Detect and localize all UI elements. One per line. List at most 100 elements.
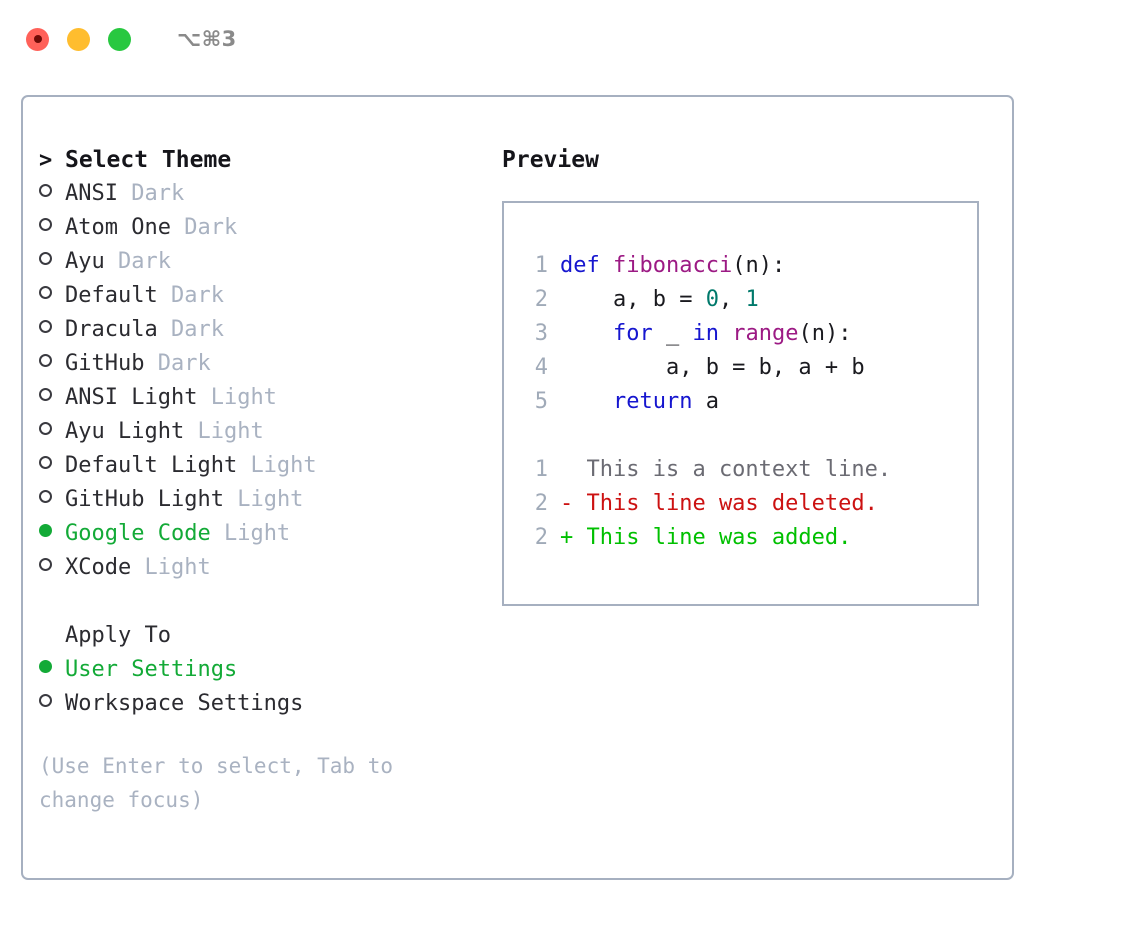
radio-dot xyxy=(39,354,52,367)
code-token: in xyxy=(692,321,733,346)
code-token: , xyxy=(718,287,746,312)
maximize-window-button[interactable] xyxy=(108,27,131,51)
apply-to-heading: Apply To xyxy=(39,619,479,653)
theme-option-ansi-light[interactable]: ANSI Light Light xyxy=(39,381,479,415)
theme-option-label: Atom One xyxy=(65,215,171,240)
theme-option-label: Ayu Light xyxy=(65,419,185,444)
label-gap xyxy=(158,279,171,313)
apply-to-option-workspace-settings[interactable]: Workspace Settings xyxy=(39,687,479,721)
radio-unselected-icon xyxy=(39,313,65,347)
code-line: 2 a, b = 0, 1 xyxy=(522,283,977,317)
theme-option-ayu[interactable]: Ayu Dark xyxy=(39,245,479,279)
theme-variant-badge: Dark xyxy=(170,317,224,342)
label-gap xyxy=(197,381,210,415)
radio-selected-icon xyxy=(39,653,65,687)
code-line-number: 3 xyxy=(534,321,548,346)
diff-line-number: 2 xyxy=(534,491,548,516)
radio-unselected-icon xyxy=(39,279,65,313)
theme-option-default[interactable]: Default Dark xyxy=(39,279,479,313)
label-gap xyxy=(131,551,144,585)
radio-dot xyxy=(39,524,52,537)
code-line: 3 for _ in range(n): xyxy=(522,317,977,351)
close-window-button[interactable] xyxy=(26,27,49,51)
radio-dot xyxy=(39,320,52,333)
code-token: for xyxy=(560,321,666,346)
radio-dot xyxy=(39,252,52,265)
select-theme-heading: > Select Theme xyxy=(39,143,479,177)
theme-variant-badge: Dark xyxy=(170,283,224,308)
label-gap xyxy=(237,449,250,483)
code-token: 1 xyxy=(745,287,759,312)
radio-dot xyxy=(39,660,52,673)
radio-dot xyxy=(39,218,52,231)
code-token: _ xyxy=(665,321,693,346)
theme-variant-badge: Light xyxy=(197,419,264,444)
apply-to-option-label: Workspace Settings xyxy=(65,691,304,716)
radio-dot xyxy=(39,286,52,299)
theme-variant-badge: Dark xyxy=(157,351,211,376)
theme-option-atom-one[interactable]: Atom One Dark xyxy=(39,211,479,245)
diff-sample: 1 This is a context line. 2 - This line wa… xyxy=(522,453,977,555)
diff-line: 1 This is a context line. xyxy=(522,453,977,487)
code-token: a, b = b, a + b xyxy=(560,355,865,380)
theme-option-label: ANSI Light xyxy=(65,385,198,410)
code-token: (n): xyxy=(732,253,786,278)
radio-unselected-icon xyxy=(39,551,65,585)
code-line-number: 1 xyxy=(534,253,548,278)
radio-unselected-icon xyxy=(39,347,65,381)
code-token: 0 xyxy=(705,287,719,312)
select-theme-heading-label: Select Theme xyxy=(65,147,232,173)
list-spacer xyxy=(39,585,479,619)
theme-option-label: ANSI xyxy=(65,181,118,206)
theme-option-label: Dracula xyxy=(65,317,158,342)
theme-option-github[interactable]: GitHub Dark xyxy=(39,347,479,381)
code-token: range xyxy=(732,321,799,346)
minimize-window-button[interactable] xyxy=(67,27,90,51)
label-gap xyxy=(144,347,157,381)
theme-option-label: XCode xyxy=(65,555,132,580)
radio-dot xyxy=(39,422,52,435)
radio-dot xyxy=(39,388,52,401)
code-line-number: 4 xyxy=(534,355,548,380)
title-bar: ⌥⌘3 xyxy=(0,0,1140,78)
caret-icon: > xyxy=(39,148,53,173)
apply-to-option-label: User Settings xyxy=(65,657,238,682)
preview-title: Preview xyxy=(502,147,599,173)
code-token: def xyxy=(560,253,613,278)
diff-line: 2 - This line was deleted. xyxy=(522,487,977,521)
code-token: a xyxy=(705,389,719,414)
theme-option-default-light[interactable]: Default Light Light xyxy=(39,449,479,483)
theme-option-github-light[interactable]: GitHub Light Light xyxy=(39,483,479,517)
code-line: 4 a, b = b, a + b xyxy=(522,351,977,385)
radio-unselected-icon xyxy=(39,177,65,211)
theme-option-label: Google Code xyxy=(65,521,211,546)
theme-variant-badge: Light xyxy=(223,521,291,546)
diff-line-number: 2 xyxy=(534,525,548,550)
theme-option-label: GitHub Light xyxy=(65,487,224,512)
label-gap xyxy=(211,517,224,551)
label-gap xyxy=(171,211,184,245)
code-diff-separator xyxy=(522,419,977,453)
radio-selected-icon xyxy=(39,517,65,551)
radio-unselected-icon xyxy=(39,415,65,449)
theme-option-xcode[interactable]: XCode Light xyxy=(39,551,479,585)
radio-dot xyxy=(39,694,52,707)
theme-option-label: Default xyxy=(65,283,158,308)
theme-option-ayu-light[interactable]: Ayu Light Light xyxy=(39,415,479,449)
apply-to-option-user-settings[interactable]: User Settings xyxy=(39,653,479,687)
theme-option-ansi[interactable]: ANSI Dark xyxy=(39,177,479,211)
diff-line-text: - This line was deleted. xyxy=(560,491,878,516)
traffic-light-buttons xyxy=(26,27,131,51)
radio-dot xyxy=(39,184,52,197)
theme-option-dracula[interactable]: Dracula Dark xyxy=(39,313,479,347)
theme-option-google-code[interactable]: Google Code Light xyxy=(39,517,479,551)
code-token: return xyxy=(560,389,706,414)
radio-unselected-icon xyxy=(39,687,65,721)
theme-variant-badge: Light xyxy=(237,487,304,512)
